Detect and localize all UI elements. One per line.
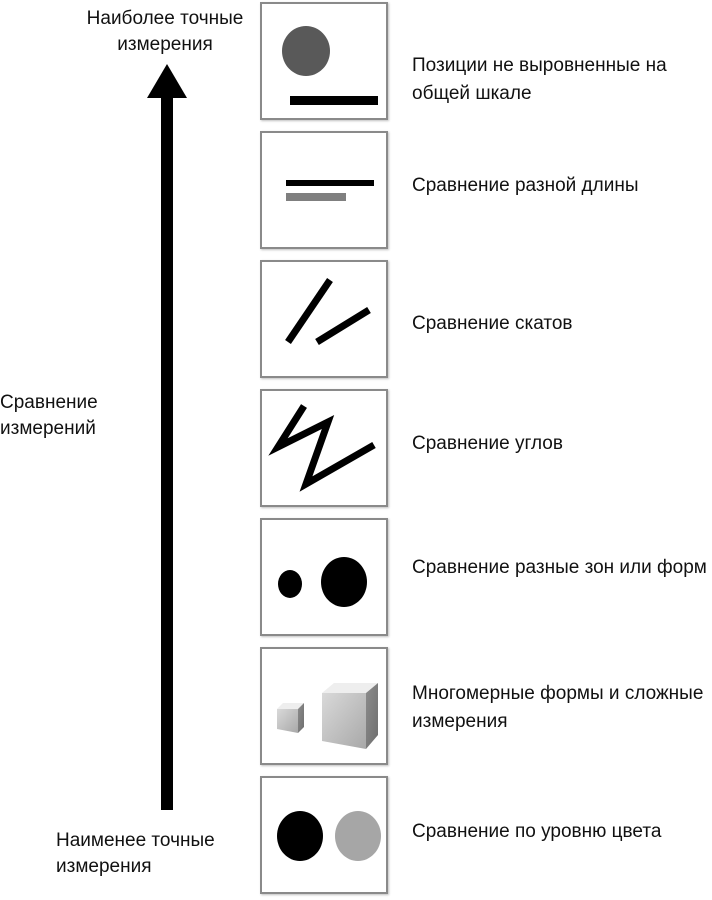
item-label-color-shade: Сравнение по уровню цвета xyxy=(412,821,662,842)
panel-slope xyxy=(260,260,388,378)
top-axis-label: Наиболее точные измерения xyxy=(86,8,244,55)
angle-icon xyxy=(268,404,376,492)
arrow-shaft xyxy=(161,92,173,810)
panel-length xyxy=(260,131,388,249)
bottom-axis-label: Наименее точные измерения xyxy=(56,830,215,877)
length-icon xyxy=(286,180,374,201)
item-label-angle: Сравнение углов xyxy=(412,433,563,454)
volume-icon xyxy=(277,683,378,749)
panel-color-shade xyxy=(260,776,388,894)
item-label-slope: Сравнение скатов xyxy=(412,313,573,334)
position-icon xyxy=(282,26,378,105)
slope-icon xyxy=(285,278,371,345)
panel-volume xyxy=(260,647,388,765)
color-shade-icon xyxy=(277,811,381,861)
panel-angle xyxy=(260,389,388,507)
item-label-length: Сравнение разной длины xyxy=(412,175,639,196)
area-icon xyxy=(278,557,367,607)
middle-axis-label: Сравнение измерений xyxy=(0,392,98,439)
item-label-volume: Многомерные формы и сложные измерения xyxy=(412,683,704,732)
panel-area xyxy=(260,518,388,636)
panel-position xyxy=(260,2,388,120)
item-label-area: Сравнение разные зон или форм xyxy=(412,557,707,578)
item-label-position: Позиции не выровненные на общей шкале xyxy=(412,55,667,104)
